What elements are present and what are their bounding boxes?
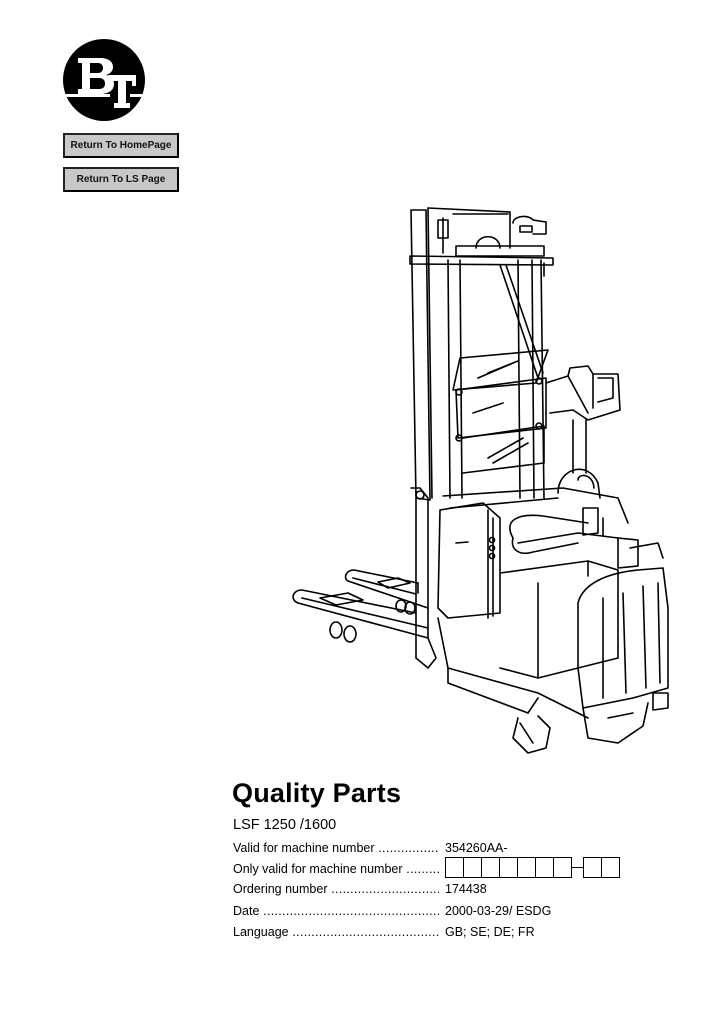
bt-logo-icon bbox=[62, 39, 148, 121]
entry-box bbox=[536, 857, 554, 878]
field-label: Valid for machine number bbox=[233, 840, 439, 856]
return-to-homepage-button[interactable]: Return To HomePage bbox=[63, 133, 179, 158]
field-label: Ordering number bbox=[233, 881, 439, 897]
return-to-ls-page-button[interactable]: Return To LS Page bbox=[63, 167, 179, 192]
document-title: Quality Parts bbox=[232, 778, 402, 808]
dash-connector bbox=[572, 866, 583, 869]
field-label: Date bbox=[233, 903, 439, 919]
entry-box bbox=[500, 857, 518, 878]
entry-box bbox=[518, 857, 536, 878]
entry-box bbox=[583, 857, 602, 878]
field-value: GB; SE; DE; FR bbox=[445, 925, 535, 939]
field-label: Only valid for machine number bbox=[233, 861, 439, 877]
entry-box bbox=[445, 857, 464, 878]
model-name: LSF 1250 /1600 bbox=[233, 817, 337, 833]
entry-box bbox=[602, 857, 620, 878]
entry-box bbox=[554, 857, 572, 878]
entry-box bbox=[482, 857, 500, 878]
machine-number-entry-boxes bbox=[445, 857, 620, 878]
field-value: 354260AA- bbox=[445, 841, 508, 855]
field-label: Language bbox=[233, 924, 439, 940]
field-value: 174438 bbox=[445, 882, 487, 896]
forklift-illustration bbox=[292, 207, 669, 754]
entry-box bbox=[464, 857, 482, 878]
field-value: 2000-03-29/ ESDG bbox=[445, 904, 552, 918]
